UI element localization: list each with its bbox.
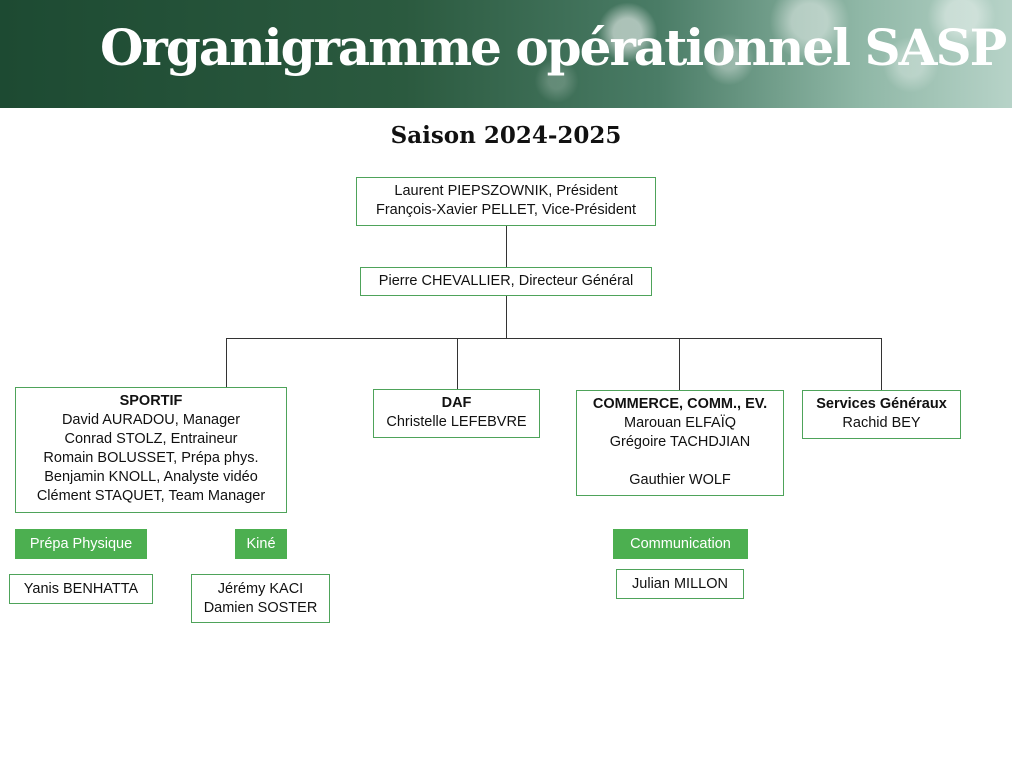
sportif-member: Benjamin KNOLL, Analyste vidéo [44, 469, 258, 485]
connector-presidency-director [506, 225, 507, 268]
connector-sportif [226, 338, 227, 387]
page-title: Organigramme opérationnel SASP [100, 18, 1007, 77]
president-name: Laurent PIEPSZOWNIK, Président [394, 183, 618, 199]
commerce-member: Marouan ELFAÏQ [623, 415, 737, 431]
director-box: Pierre CHEVALLIER, Directeur Général [360, 267, 652, 296]
communication-box: Julian MILLON [616, 569, 744, 599]
communication-tag: Communication [613, 529, 748, 559]
daf-member: Christelle LEFEBVRE [386, 414, 527, 430]
header-banner: Organigramme opérationnel SASP [0, 0, 1012, 108]
commerce-member: Grégoire TACHDJIAN [609, 434, 751, 450]
prepa-member: Yanis BENHATTA [23, 581, 139, 597]
prepa-physique-tag: Prépa Physique [15, 529, 147, 559]
sportif-member: David AURADOU, Manager [61, 412, 241, 428]
vice-president-name: François-Xavier PELLET, Vice-Président [375, 202, 637, 218]
kine-tag: Kiné [235, 529, 287, 559]
services-member: Rachid BEY [842, 415, 921, 431]
prepa-physique-box: Yanis BENHATTA [9, 574, 153, 604]
sportif-member: Conrad STOLZ, Entraineur [64, 431, 238, 447]
season-subtitle: Saison 2024-2025 [390, 122, 622, 149]
commerce-title: COMMERCE, COMM., EV. [592, 396, 768, 412]
commerce-member: Gauthier WOLF [629, 472, 731, 488]
daf-box: DAF Christelle LEFEBVRE [373, 389, 540, 438]
director-name: Pierre CHEVALLIER, Directeur Général [378, 273, 634, 289]
sportif-box: SPORTIF David AURADOU, Manager Conrad ST… [15, 387, 287, 513]
kine-member: Damien SOSTER [203, 600, 318, 616]
commerce-box: COMMERCE, COMM., EV. Marouan ELFAÏQ Grég… [576, 390, 784, 496]
sportif-member: Romain BOLUSSET, Prépa phys. [43, 450, 259, 466]
presidency-box: Laurent PIEPSZOWNIK, Président François-… [356, 177, 656, 226]
connector-daf [457, 338, 458, 389]
communication-member: Julian MILLON [632, 576, 728, 592]
connector-horizontal-bus [226, 338, 882, 339]
connector-commerce [679, 338, 680, 390]
daf-title: DAF [441, 395, 472, 411]
sportif-member: Clément STAQUET, Team Manager [36, 488, 266, 504]
kine-member: Jérémy KACI [217, 581, 304, 597]
services-title: Services Généraux [816, 396, 947, 412]
kine-box: Jérémy KACI Damien SOSTER [191, 574, 330, 623]
connector-director-bus [506, 295, 507, 339]
connector-services [881, 338, 882, 390]
sportif-title: SPORTIF [119, 393, 183, 409]
services-box: Services Généraux Rachid BEY [802, 390, 961, 439]
